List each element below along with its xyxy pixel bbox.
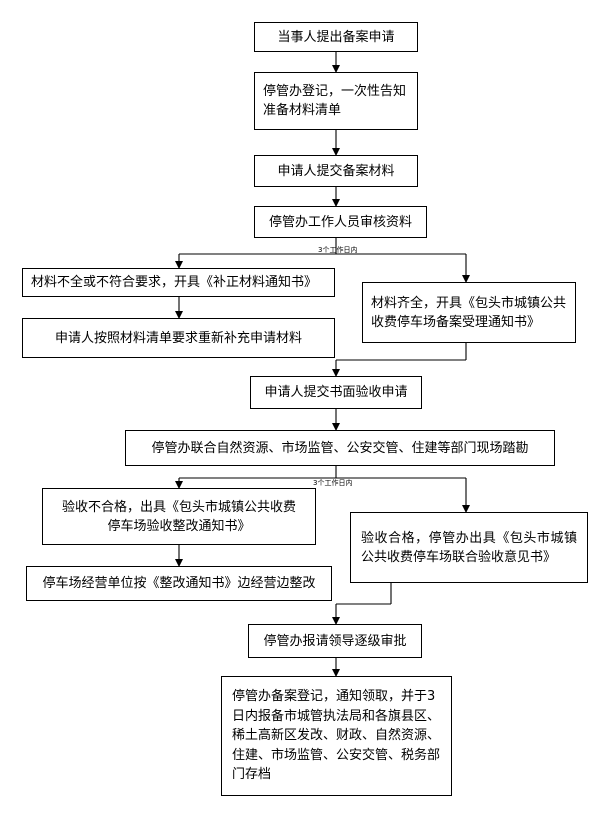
- step-label: 申请人按照材料清单要求重新补充申请材料: [54, 330, 302, 346]
- step-leadership-approval: 停管办报请领导逐级审批: [248, 624, 422, 658]
- step-label: 当事人提出备案申请: [277, 29, 395, 45]
- step-rectify-while-operating: 停车场经营单位按《整改通知书》边经营边整改: [26, 566, 332, 601]
- step-label: 材料不全或不符合要求，开具《补正材料通知书》: [31, 275, 318, 290]
- step-submit-application: 当事人提出备案申请: [254, 22, 418, 52]
- step-materials-incomplete: 材料不全或不符合要求，开具《补正材料通知书》: [22, 268, 335, 297]
- step-joint-inspection: 停管办联合自然资源、市场监管、公安交管、住建等部门现场踏勘: [125, 430, 555, 466]
- step-label: 停管办工作人员审核资料: [268, 214, 412, 230]
- step-inspection-passed: 验收合格，停管办出具《包头市城镇公共收费停车场联合验收意见书》: [350, 512, 588, 583]
- step-materials-complete: 材料齐全，开具《包头市城镇公共收费停车场备案受理通知书》: [362, 282, 576, 343]
- step-label: 停管办联合自然资源、市场监管、公安交管、住建等部门现场踏勘: [151, 440, 529, 456]
- step-label: 停车场经营单位按《整改通知书》边经营边整改: [42, 576, 316, 591]
- step-submit-materials: 申请人提交备案材料: [254, 155, 418, 187]
- step-label: 验收合格，停管办出具《包头市城镇公共收费停车场联合验收意见书》: [361, 530, 577, 565]
- step-label: 材料齐全，开具《包头市城镇公共收费停车场备案受理通知书》: [371, 295, 567, 330]
- step-label: 申请人提交书面验收申请: [264, 385, 408, 400]
- step-acceptance-application: 申请人提交书面验收申请: [250, 376, 422, 409]
- deadline-note-1: 3个工作日内: [318, 246, 358, 254]
- step-resubmit-materials: 申请人按照材料清单要求重新补充申请材料: [22, 318, 335, 358]
- step-label: 验收不合格，出具《包头市城镇公共收费停车场验收整改通知书》: [61, 499, 296, 534]
- step-label: 停管办登记，一次性告知准备材料清单: [263, 84, 407, 118]
- step-inspection-failed: 验收不合格，出具《包头市城镇公共收费停车场验收整改通知书》: [42, 488, 316, 545]
- step-label: 停管办报请领导逐级审批: [263, 633, 407, 649]
- step-register-inform: 停管办登记，一次性告知准备材料清单: [254, 72, 418, 130]
- deadline-note-2: 3个工作日内: [313, 479, 353, 487]
- step-label: 停管办备案登记，通知领取，并于3日内报备市城管执法局和各旗县区、稀土高新区发改、…: [232, 689, 441, 783]
- step-review-materials: 停管办工作人员审核资料: [254, 206, 427, 238]
- step-filing-registration: 停管办备案登记，通知领取，并于3日内报备市城管执法局和各旗县区、稀土高新区发改、…: [221, 676, 452, 796]
- step-label: 申请人提交备案材料: [277, 163, 395, 179]
